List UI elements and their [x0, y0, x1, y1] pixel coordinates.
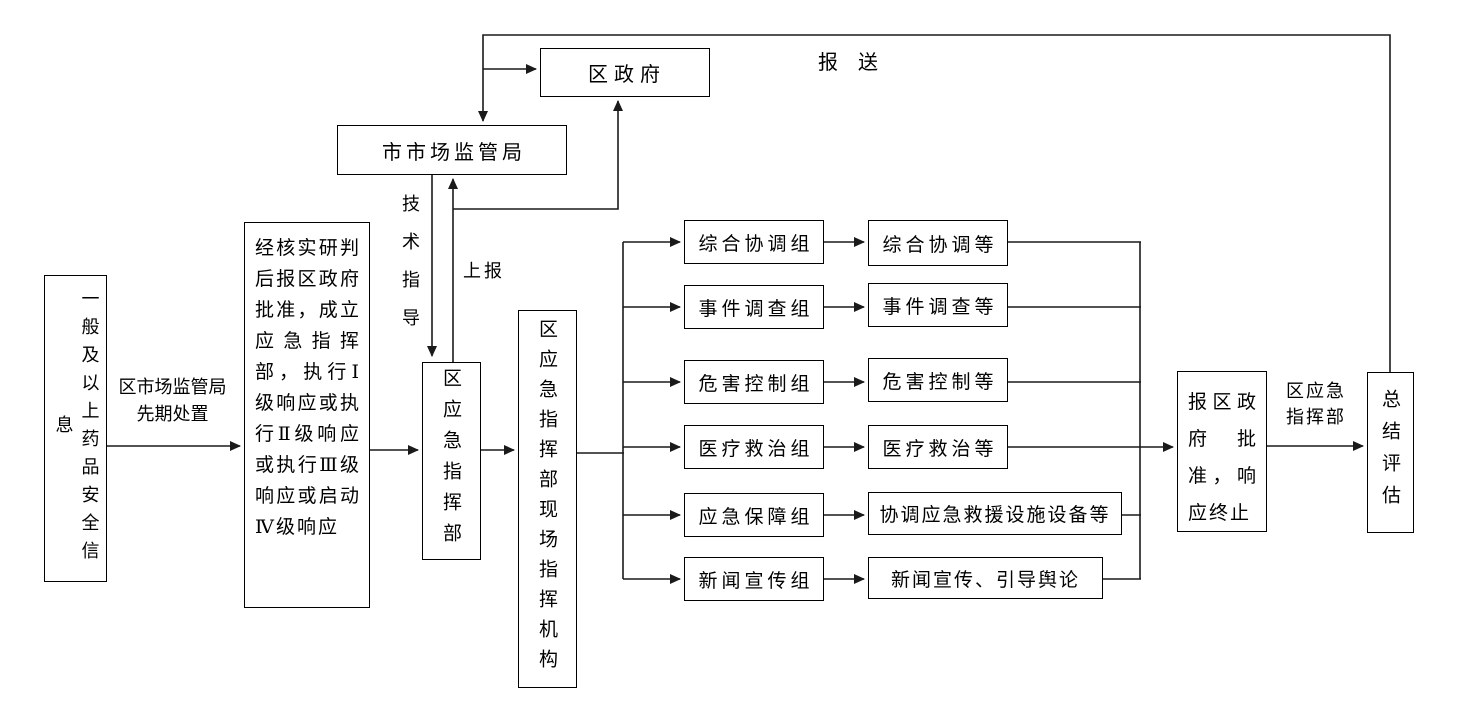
node-precheck: 经核实研判后报区政府批准，成立应急指挥部，执行Ⅰ级响应或执行Ⅱ级响应或执行Ⅲ级响… [244, 222, 370, 608]
node-group-hazard-control: 危害控制组 [684, 360, 824, 404]
node-group-support: 应急保障组 [684, 493, 824, 537]
node-summary: 总结评估 [1367, 372, 1414, 533]
label-initial-disposal-line1: 区市场监管局 [118, 377, 227, 398]
label-hq-report-line1: 区应急 [1286, 381, 1346, 402]
node-task-coordination: 综合协调等 [868, 220, 1008, 266]
node-district-government: 区政府 [540, 48, 710, 97]
edge-submit [478, 34, 1391, 372]
label-tech-guidance: 技术指导 [399, 194, 420, 346]
label-submit: 报 送 [818, 50, 878, 74]
edge-report-up-branch [453, 100, 623, 210]
node-task-support: 协调应急救援设施设备等 [868, 492, 1122, 535]
node-district-hq: 区应急指挥部 [422, 362, 481, 560]
node-group-medical: 医疗救治组 [684, 425, 824, 469]
label-hq-report-line2: 指挥部 [1286, 407, 1346, 428]
node-task-investigation: 事件调查等 [868, 283, 1008, 327]
node-task-publicity: 新闻宣传、引导舆论 [868, 557, 1103, 599]
node-field-hq: 区应急指挥部现场指挥机构 [518, 310, 577, 688]
node-group-publicity: 新闻宣传组 [684, 557, 824, 601]
label-initial-disposal-line2: 先期处置 [136, 404, 209, 425]
node-group-investigation: 事件调查组 [684, 285, 824, 329]
node-info-source: 一般及以上药品安全信息 [44, 275, 107, 582]
node-group-coordination: 综合协调组 [684, 220, 824, 264]
label-report-up: 上报 [463, 261, 505, 282]
node-city-market-bureau: 市市场监管局 [337, 125, 567, 175]
node-task-medical: 医疗救治等 [868, 425, 1008, 469]
node-terminate: 报区政府批准，响应终止 [1177, 371, 1267, 532]
node-task-hazard-control: 危害控制等 [868, 358, 1008, 402]
label-hq-report: 区应急 指挥部 [1281, 379, 1351, 431]
label-initial-disposal: 区市场监管局 先期处置 [105, 374, 240, 428]
